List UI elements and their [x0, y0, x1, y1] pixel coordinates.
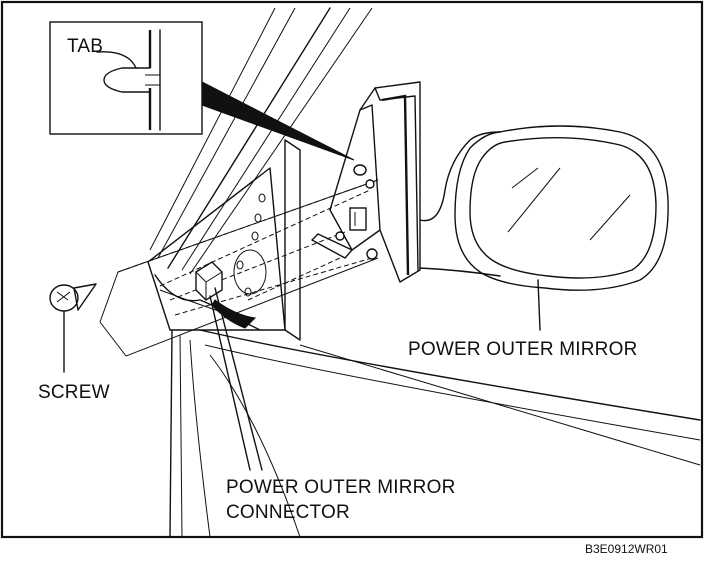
- mirror-base-plate: [311, 104, 381, 260]
- mirror-housing: [359, 81, 669, 291]
- door-frame: [149, 7, 701, 538]
- alignment-plane: [99, 179, 379, 357]
- connector-label-line2: CONNECTOR: [226, 502, 350, 523]
- figure-frame: [0, 0, 704, 539]
- connector-label-line1: POWER OUTER MIRROR: [226, 477, 456, 498]
- figure-code: B3E0912WR01: [585, 542, 668, 556]
- leader-lines: [63, 279, 541, 471]
- power-outer-mirror-label: POWER OUTER MIRROR: [408, 339, 638, 360]
- screw-icon: [49, 283, 97, 312]
- tab-label: TAB: [67, 36, 104, 57]
- screw-label: SCREW: [38, 382, 110, 403]
- tab-inset: [49, 21, 355, 161]
- door-panel: [147, 139, 301, 341]
